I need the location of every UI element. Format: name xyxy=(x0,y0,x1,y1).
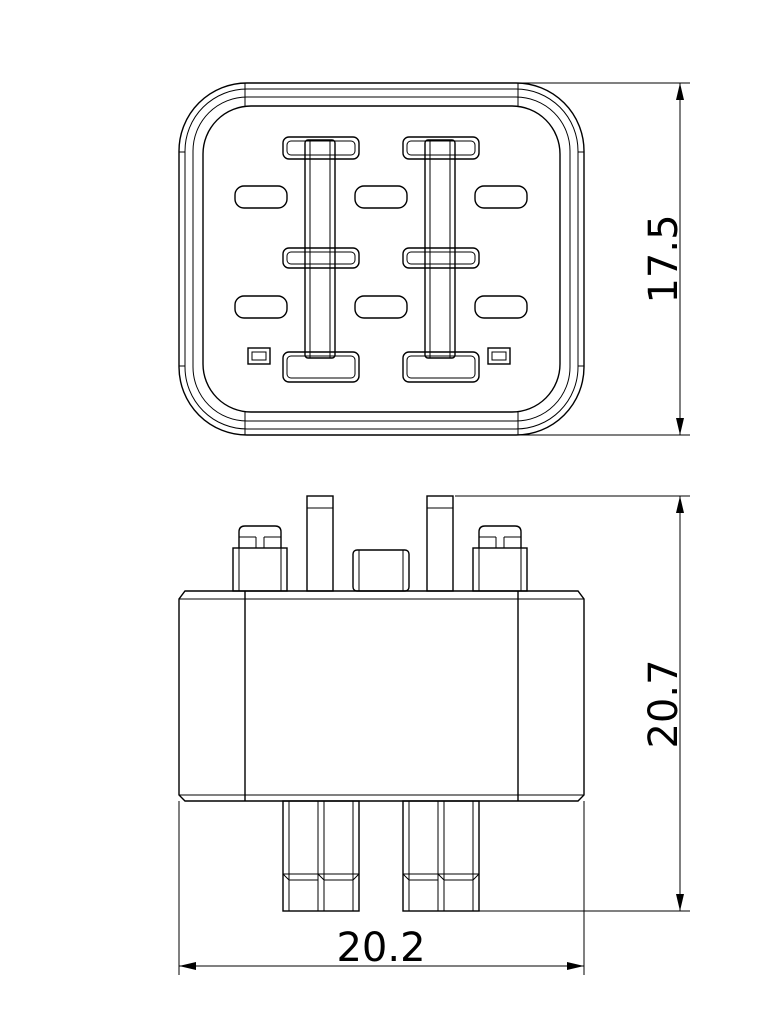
body-outline xyxy=(178,590,585,802)
housing-outline-2 xyxy=(184,88,579,430)
terminal-bottom-left xyxy=(282,800,360,912)
cavity-slot xyxy=(234,185,288,209)
terminal-left xyxy=(282,136,360,383)
center-block xyxy=(352,549,410,592)
latch-right xyxy=(472,525,528,592)
dimension-label-top-height: 17.5 xyxy=(641,214,687,303)
terminal-right xyxy=(402,136,480,383)
dimension-label-side-height: 20.7 xyxy=(641,659,687,748)
housing-outline-inner xyxy=(202,105,561,413)
cavity-slot xyxy=(354,295,408,319)
cavity-slot xyxy=(474,185,528,209)
housing-outline-outer xyxy=(178,82,585,436)
cavity-slot xyxy=(354,185,408,209)
polarization-square-right xyxy=(487,347,511,365)
dimension-17-5: 17.5 xyxy=(520,82,690,436)
terminal-bottom-right xyxy=(402,800,480,912)
polarization-square-left xyxy=(247,347,271,365)
latch-left xyxy=(232,525,288,592)
pin-top-right xyxy=(426,495,454,592)
top-view xyxy=(178,82,585,436)
cavity-slot xyxy=(234,295,288,319)
side-view xyxy=(178,495,585,912)
pin-top-left xyxy=(306,495,334,592)
dimension-label-side-width: 20.2 xyxy=(336,925,425,971)
cavity-slot xyxy=(474,295,528,319)
housing-outline-3 xyxy=(192,96,571,422)
dimension-20-7: 20.7 xyxy=(455,495,690,912)
dimension-20-2: 20.2 xyxy=(178,801,585,975)
